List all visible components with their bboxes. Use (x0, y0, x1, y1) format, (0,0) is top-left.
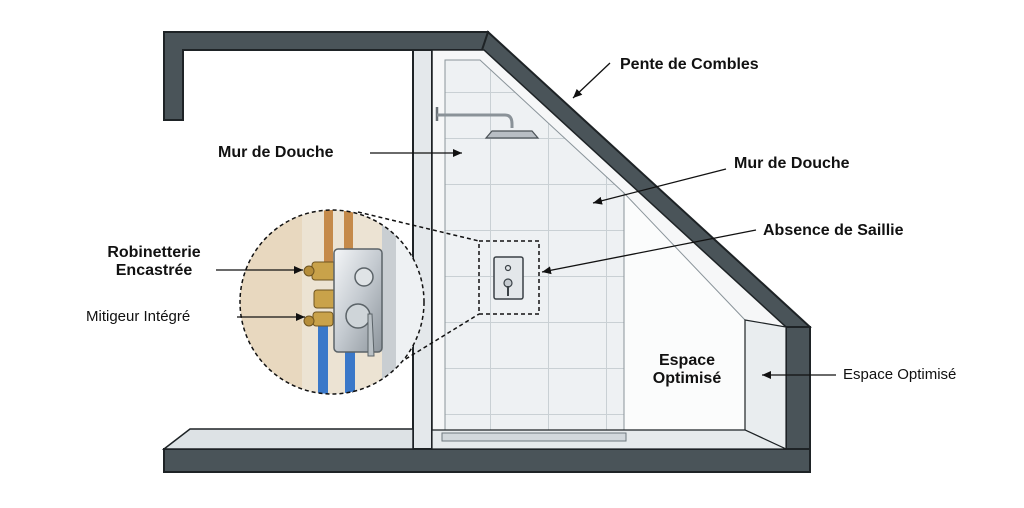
zoom-circle (239, 209, 425, 395)
label-espace-inner-line2: Optimisé (652, 370, 722, 388)
arrow-pente (572, 62, 611, 99)
label-mur-douche-left: Mur de Douche (218, 144, 334, 161)
label-mur-douche-right: Mur de Douche (734, 155, 850, 172)
arrow-mur-right (592, 168, 727, 205)
mixer-highlight-box (478, 240, 540, 315)
building-section (161, 30, 812, 473)
label-robinetterie: Robinetterie Encastrée (96, 244, 212, 281)
label-pente-combles: Pente de Combles (620, 56, 759, 73)
label-absence-saillie: Absence de Saillie (763, 222, 904, 239)
label-mitigeur: Mitigeur Intégré (86, 308, 191, 325)
label-espace-inner-line1: Espace (658, 352, 716, 369)
floor-slab (163, 448, 811, 473)
knee-wall-inner (744, 319, 787, 450)
linear-drain (441, 432, 627, 442)
callout-arrows (216, 62, 836, 379)
label-espace-outer: Espace Optimisé (843, 366, 957, 383)
shower-enclosure (431, 49, 787, 450)
partition-wall (412, 49, 433, 450)
mixer-plate-icon (493, 256, 524, 300)
floor-finish-left (161, 428, 414, 450)
shower-head-icon (435, 107, 540, 139)
label-robinetterie-line1: Robinetterie (107, 244, 201, 261)
mixer-plate-zoom (333, 248, 383, 353)
arrow-saillie (541, 229, 757, 275)
label-espace-inner: Espace Optimisé (628, 352, 746, 389)
label-robinetterie-line2: Encastrée (115, 262, 193, 280)
